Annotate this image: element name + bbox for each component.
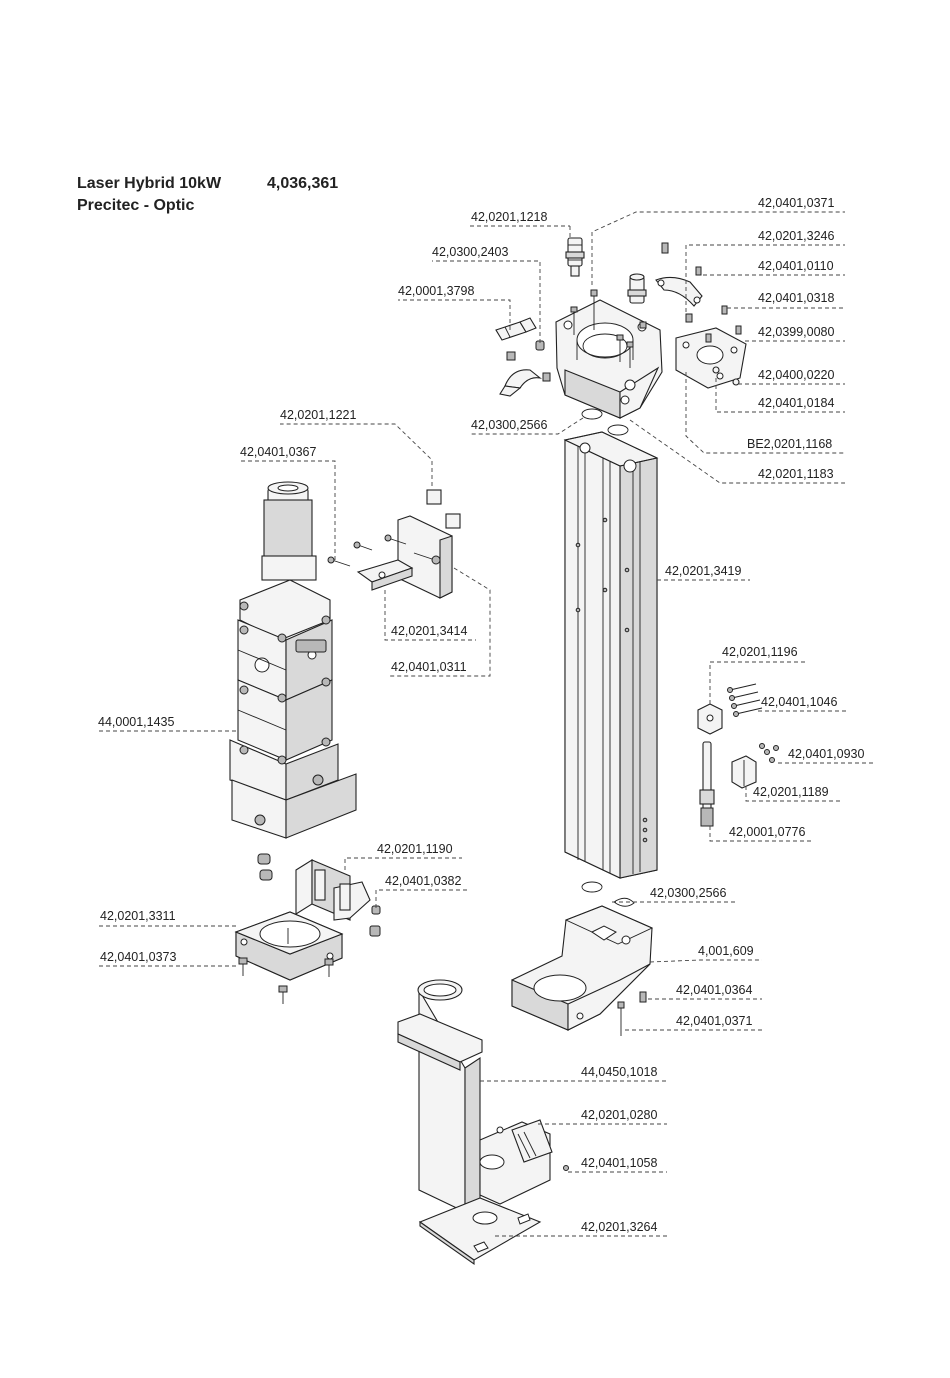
top-flange-part	[555, 299, 663, 419]
callout-42-0401-0311: 42,0401,0311	[391, 660, 467, 674]
block-1196	[697, 683, 763, 735]
callout-42-0300-2566a: 42,0300,2566	[471, 418, 548, 432]
callout-44-0450-1018: 44,0450,1018	[581, 1065, 658, 1079]
callout-42-0201-1221: 42,0201,1221	[280, 408, 357, 422]
callout-42-0401-0367: 42,0401,0367	[240, 445, 317, 459]
clamp-block-609	[511, 905, 654, 1036]
product-name: Laser Hybrid 10kW	[77, 175, 222, 192]
callout-42-0401-0110: 42,0401,0110	[758, 259, 834, 273]
block-1189	[731, 743, 779, 789]
product-number: 4,036,361	[267, 175, 339, 192]
callout-42-0401-0364: 42,0401,0364	[676, 983, 753, 997]
callout-42-0401-1046: 42,0401,1046	[761, 695, 838, 709]
optic-head-1435	[229, 481, 357, 839]
callout-42-0401-0371: 42,0401,0371	[758, 196, 835, 210]
callout-42-0001-3798: 42,0001,3798	[398, 284, 475, 298]
callout-42-0401-0371b: 42,0401,0371	[676, 1014, 753, 1028]
callout-be2-0201-1168: BE2,0201,1168	[747, 437, 832, 451]
callout-42-0201-3264: 42,0201,3264	[581, 1220, 658, 1234]
bracket-3414	[327, 489, 461, 599]
rod-0776	[699, 741, 715, 827]
o-rings-top	[581, 408, 629, 436]
profile-column-3419	[563, 431, 659, 879]
stand-1018	[397, 979, 569, 1266]
callout-42-0201-3419: 42,0201,3419	[665, 564, 742, 578]
callout-42-0001-0776: 42,0001,0776	[729, 825, 806, 839]
callout-42-0400-0220: 42,0400,0220	[758, 368, 835, 382]
o-rings-bottom	[581, 881, 635, 907]
callout-42-0399-0080: 42,0399,0080	[758, 325, 835, 339]
callout-42-0201-3246: 42,0201,3246	[758, 229, 835, 243]
fitting-upper-right	[627, 273, 647, 304]
callout-42-0300-2403: 42,0300,2403	[432, 245, 509, 259]
callout-42-0201-1183: 42,0201,1183	[758, 467, 834, 481]
callout-42-0401-0382: 42,0401,0382	[385, 874, 462, 888]
plate-0080	[675, 305, 747, 389]
leader-lines	[98, 211, 873, 1237]
callout-42-0300-2566b: 42,0300,2566	[650, 886, 727, 900]
callout-42-0201-0280: 42,0201,0280	[581, 1108, 658, 1122]
fitting-1218	[565, 237, 585, 277]
callout-42-0201-3311: 42,0201,3311	[100, 909, 176, 923]
callout-4-001-609: 4,001,609	[698, 944, 754, 958]
callout-42-0201-1190: 42,0201,1190	[377, 842, 453, 856]
base-plate-3311	[234, 853, 381, 1004]
callout-42-0201-3414: 42,0201,3414	[391, 624, 468, 638]
elbow-fitting-3798	[495, 317, 537, 341]
product-subtitle: Precitec - Optic	[77, 197, 195, 214]
callout-42-0401-0318: 42,0401,0318	[758, 291, 835, 305]
clamp-bracket-3246	[655, 242, 703, 307]
callout-42-0401-0184: 42,0401,0184	[758, 396, 835, 410]
callout-42-0401-0373: 42,0401,0373	[100, 950, 177, 964]
callout-42-0401-1058: 42,0401,1058	[581, 1156, 658, 1170]
callout-42-0201-1196: 42,0201,1196	[722, 645, 798, 659]
clamp-bracket-left	[499, 369, 542, 397]
callout-42-0201-1189: 42,0201,1189	[753, 785, 829, 799]
callout-42-0401-0930: 42,0401,0930	[788, 747, 865, 761]
callout-labels: 42,0201,1218 42,0401,0371 42,0300,2403 4…	[98, 196, 865, 1234]
callout-44-0001-1435: 44,0001,1435	[98, 715, 175, 729]
callout-42-0201-1218: 42,0201,1218	[471, 210, 548, 224]
